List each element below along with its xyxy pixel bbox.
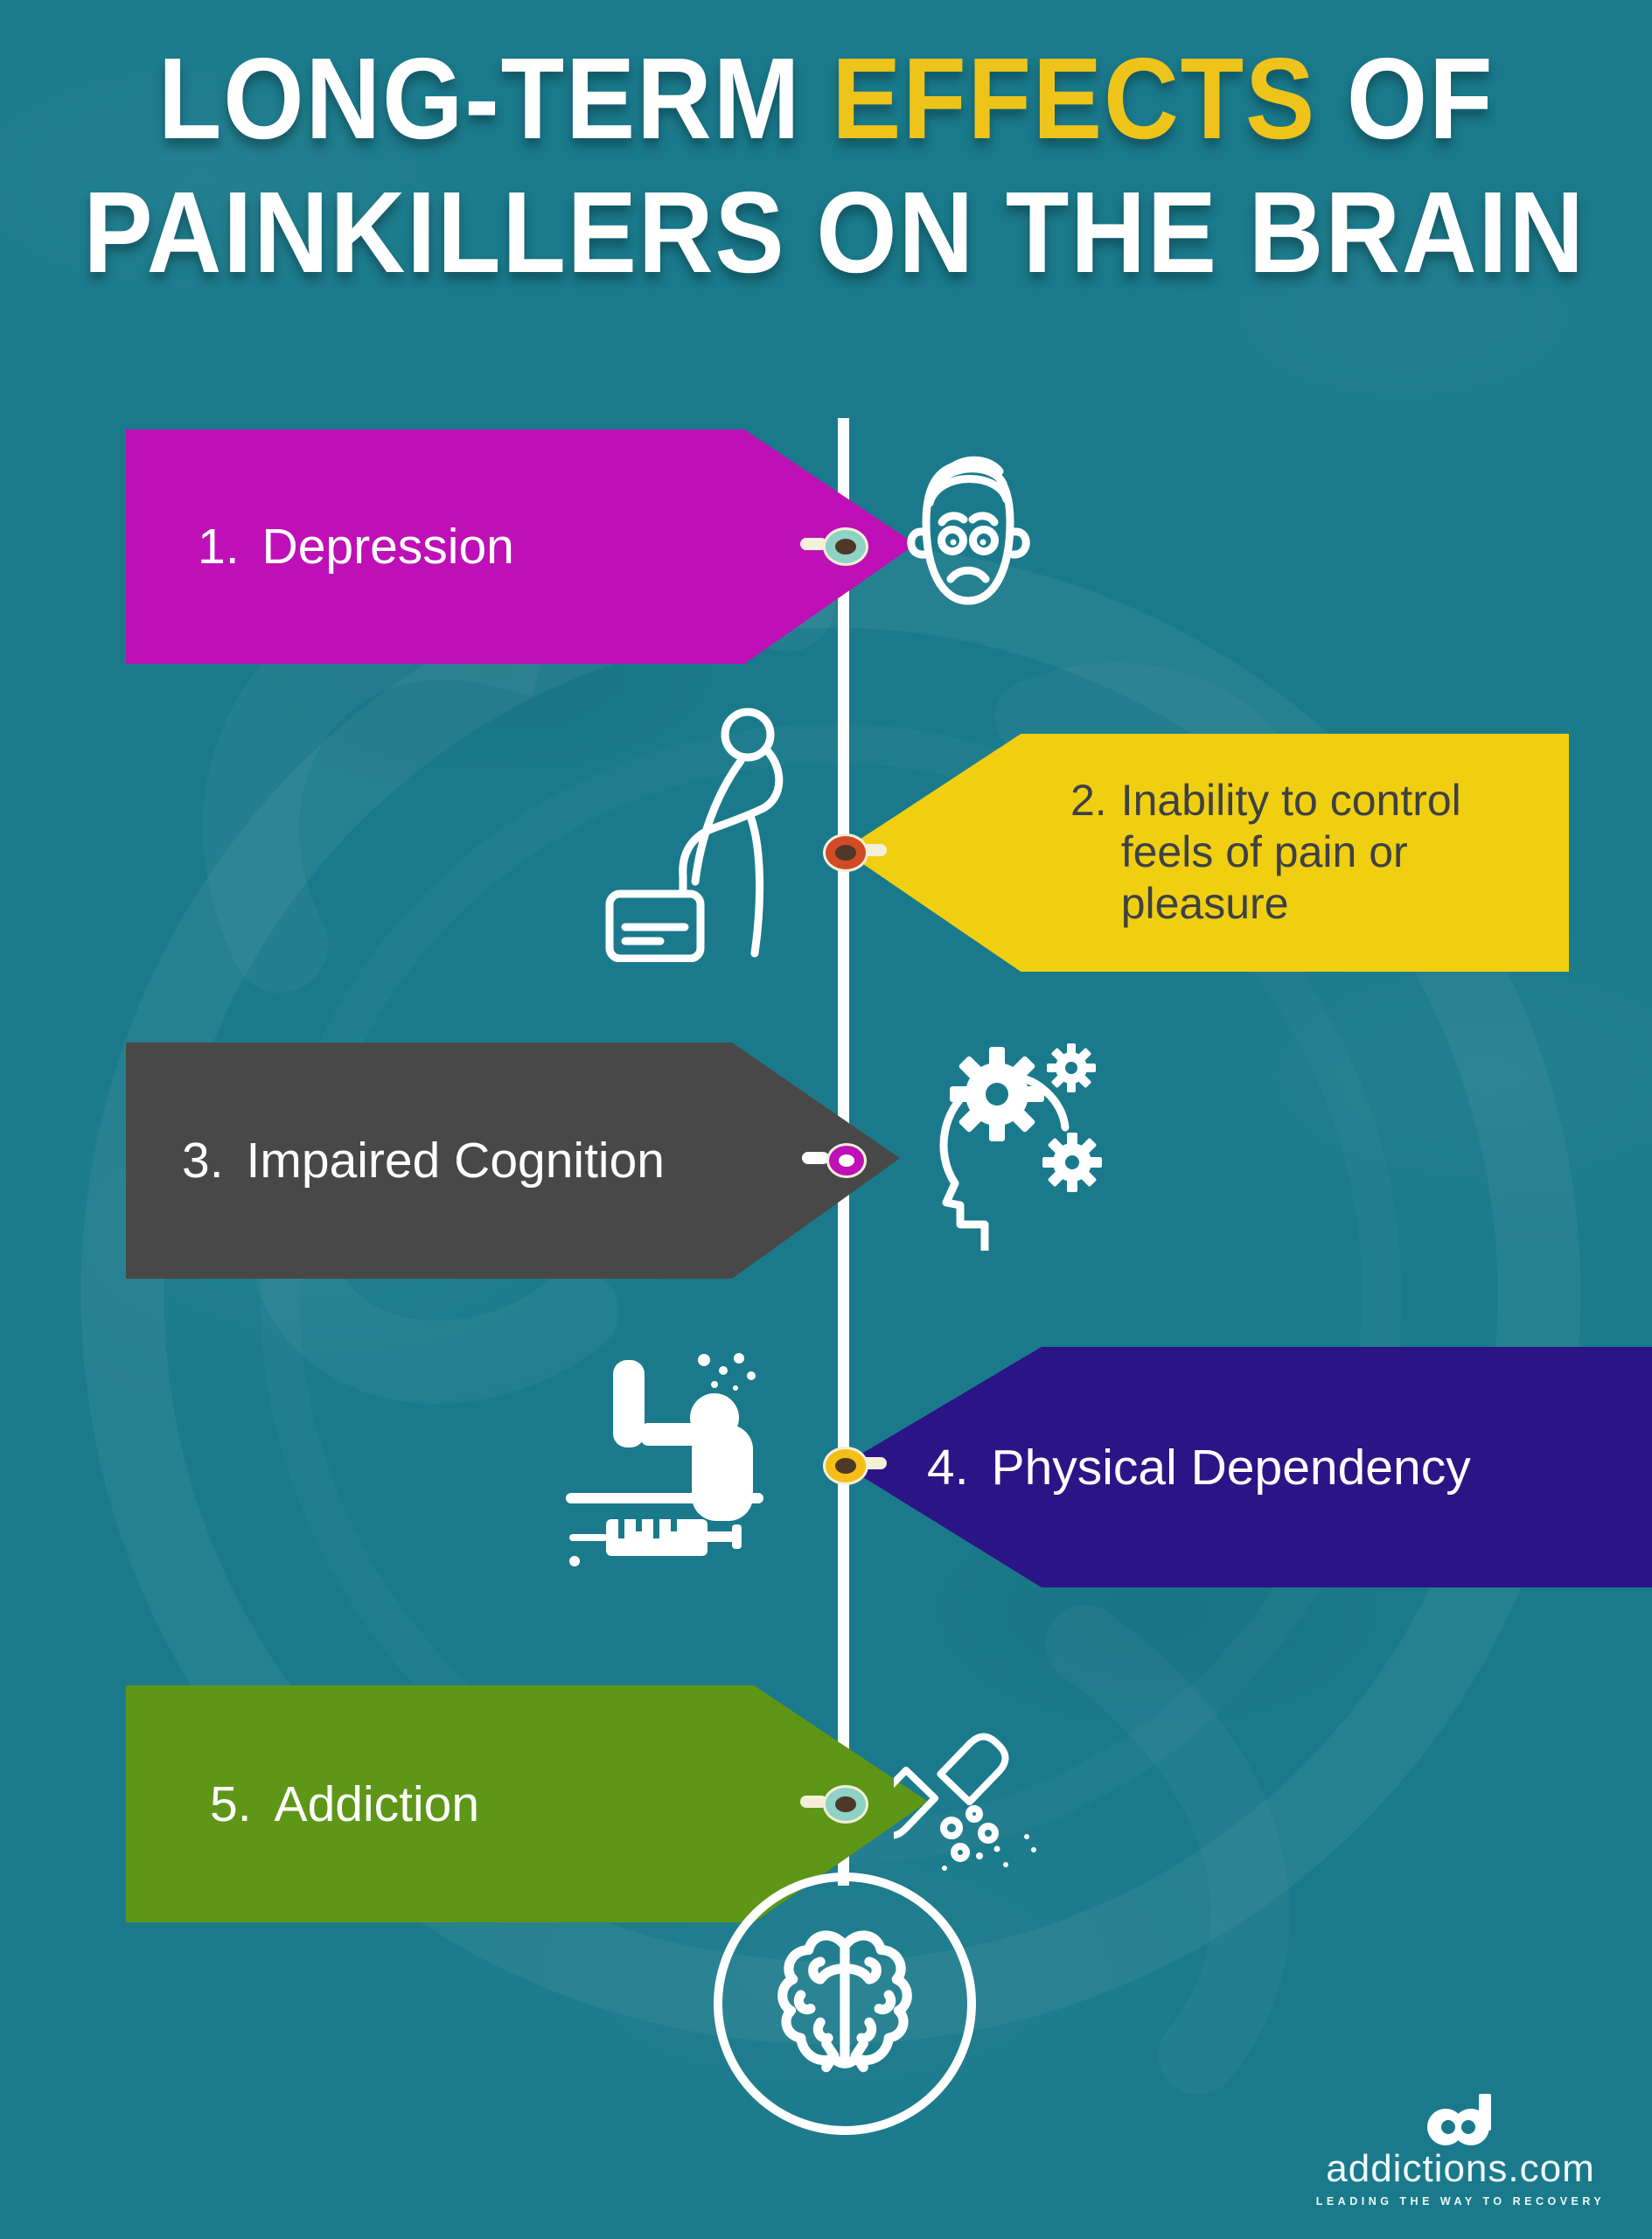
node-dot — [839, 1154, 854, 1167]
node-dot — [835, 1458, 856, 1474]
page-title: LONG-TERM EFFECTS OF PAINKILLERS ON THE … — [0, 31, 1652, 299]
brand-tagline: LEADING THE WAY TO RECOVERY — [1315, 2195, 1606, 2208]
timeline-node — [823, 834, 868, 872]
banner-impaired-cognition: 3. Impaired Cognition — [126, 1043, 900, 1279]
node-stub — [802, 1152, 829, 1164]
title-line1-post: OF — [1315, 34, 1495, 163]
node-dot — [835, 1796, 856, 1812]
item-number: 5. — [210, 1775, 252, 1832]
head-gears-icon — [899, 1036, 1105, 1251]
brand-name: addictions.com — [1326, 2147, 1595, 2190]
item-label: Impaired Cognition — [246, 1133, 665, 1189]
item-number: 4. — [927, 1439, 969, 1496]
item-number: 3. — [182, 1133, 224, 1189]
item-number: 1. — [198, 519, 240, 575]
brain-icon — [777, 1930, 912, 2073]
node-stub — [800, 1796, 827, 1808]
title-line-1: LONG-TERM EFFECTS OF — [0, 31, 1652, 165]
node-dot — [835, 845, 856, 861]
item-label: Physical Dependency — [991, 1439, 1471, 1496]
node-stub — [800, 538, 827, 550]
item-label: Depression — [261, 519, 514, 575]
item-label: Inability to control feels of pain or pl… — [1120, 776, 1461, 928]
syringe-person-icon — [564, 1350, 796, 1568]
banner-pain-pleasure: 2. Inability to control feels of pain or… — [843, 734, 1569, 972]
item-label: Addiction — [274, 1775, 480, 1832]
title-line1-accent: EFFECTS — [832, 34, 1316, 163]
person-despair-icon — [597, 700, 790, 962]
addictions-logo-icon — [1421, 2092, 1498, 2146]
item-number: 2. — [1070, 776, 1107, 825]
brain-circle — [714, 1873, 976, 2135]
sad-face-icon — [888, 442, 1049, 625]
title-line-2: PAINKILLERS ON THE BRAIN — [83, 168, 1586, 297]
pill-capsule-icon — [894, 1725, 1051, 1882]
timeline-node — [823, 527, 868, 566]
timeline-node — [823, 1447, 868, 1485]
banner-depression: 1. Depression — [126, 429, 916, 664]
timeline-node — [823, 1785, 868, 1824]
title-line1-pre: LONG-TERM — [157, 34, 833, 163]
timeline-node — [826, 1143, 867, 1178]
node-dot — [835, 539, 856, 555]
banner-physical-dependency: 4. Physical Dependency — [843, 1347, 1652, 1587]
